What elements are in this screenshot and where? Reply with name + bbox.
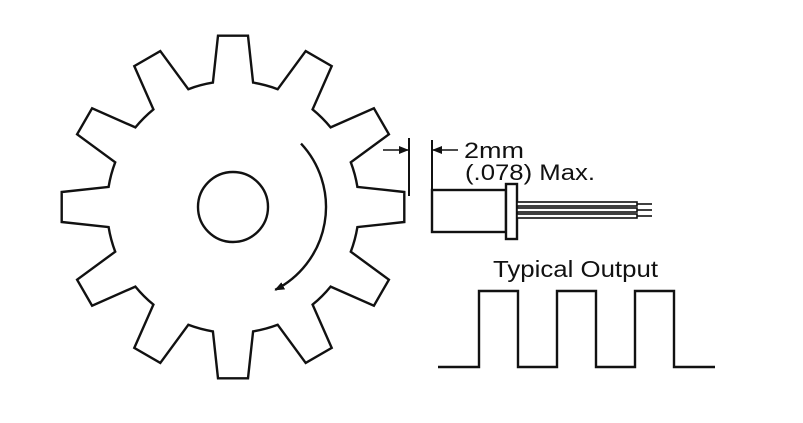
- typical-output-title: Typical Output: [493, 256, 659, 282]
- sensor-wires: [516, 201, 652, 219]
- gear-outline: [60, 34, 406, 380]
- rotation-arrow: [274, 142, 328, 291]
- gear-hub: [196, 170, 270, 244]
- square-wave-output: [438, 289, 715, 369]
- gap-label-inch: (.078) Max.: [465, 160, 595, 185]
- gap-label-mm: 2mm: [464, 138, 524, 163]
- sensor-body: [430, 188, 508, 234]
- sensor-flange: [504, 182, 519, 241]
